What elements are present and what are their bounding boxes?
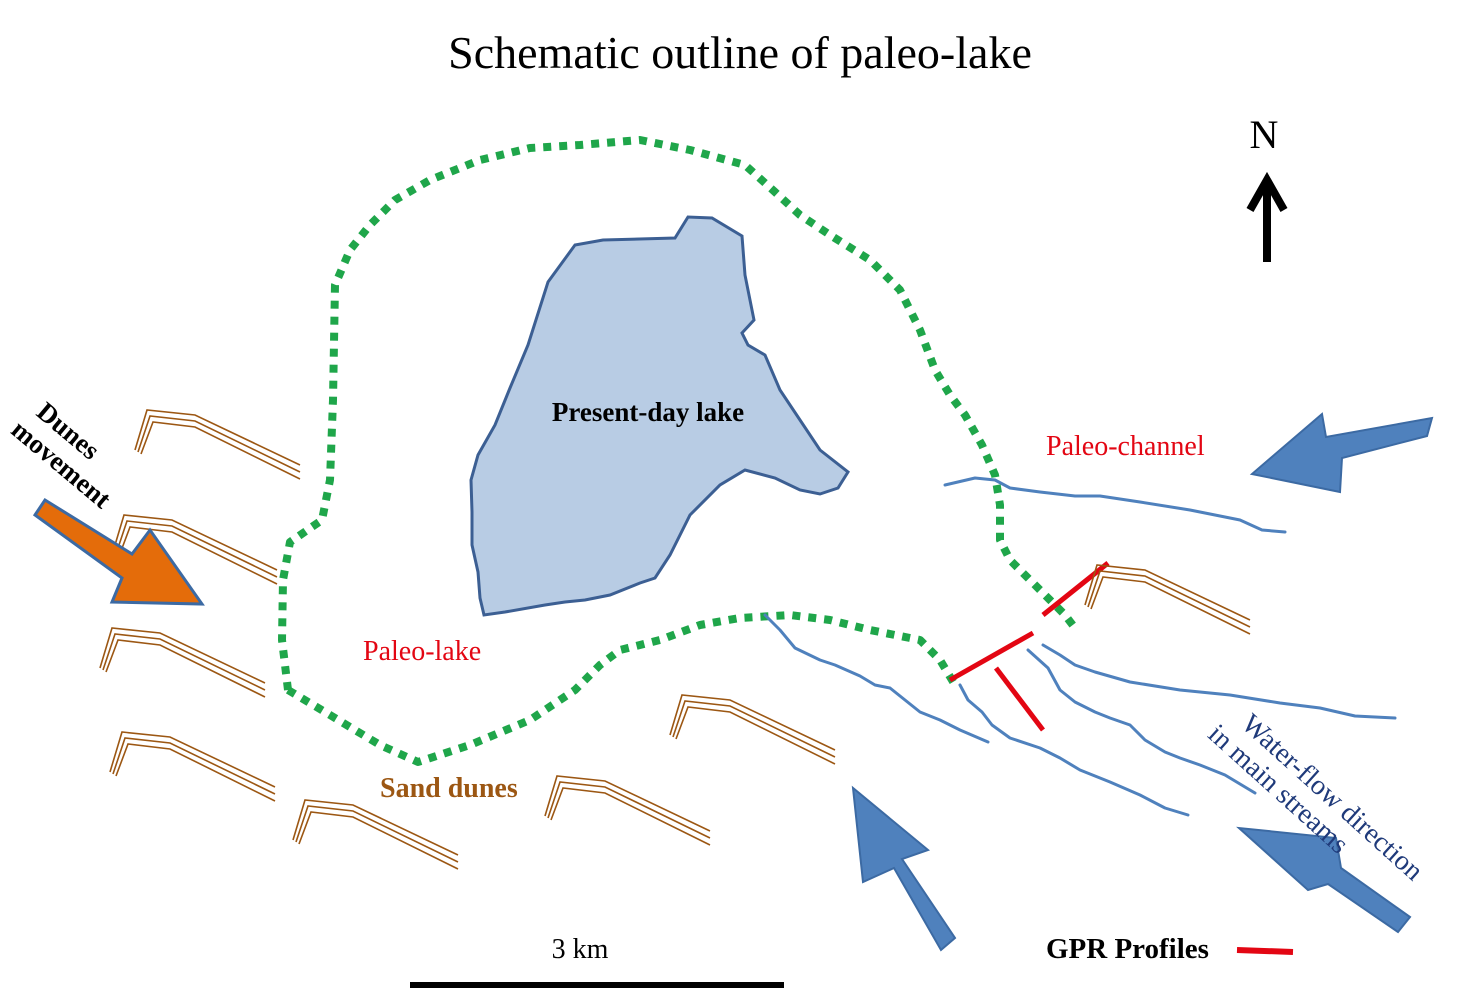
stream-1 [763, 613, 990, 744]
sand-dune-symbol [1084, 564, 1251, 635]
north-label: N [1250, 112, 1279, 157]
diagram-title: Schematic outline of paleo-lake [448, 27, 1032, 78]
stream-3 [1026, 648, 1257, 795]
sand-dunes-symbols [99, 409, 1251, 870]
dunes-movement-arrow-icon [32, 497, 205, 606]
flow-arrow-south-icon [851, 785, 957, 952]
paleo-lake-outline-south [285, 611, 959, 766]
stream-2 [958, 683, 1190, 817]
gpr-profiles [948, 561, 1110, 732]
paleo-channel-label: Paleo-channel [1046, 431, 1205, 462]
present-day-lake-shape [469, 215, 850, 617]
sand-dune-symbol [99, 627, 266, 698]
paleo-channel-stream [943, 476, 1287, 534]
sand-dune-symbol [109, 731, 276, 802]
sand-dune-symbol [292, 799, 459, 870]
sand-dunes-label: Sand dunes [380, 773, 518, 804]
flow-arrow-east-icon [1249, 412, 1434, 494]
scale-bar-label: 3 km [552, 934, 609, 965]
present-day-lake-label: Present-day lake [552, 397, 744, 427]
north-arrow-icon [1246, 171, 1288, 262]
paleo-lake-outline [278, 136, 1079, 691]
legend-gpr-swatch [1236, 947, 1294, 955]
stream-4 [1041, 643, 1397, 720]
sand-dune-symbol [669, 694, 836, 765]
dunes-movement-label: Dunes movement [6, 396, 117, 514]
sand-dune-symbol [134, 409, 301, 480]
flow-arrow-southeast-icon [1236, 826, 1412, 934]
paleo-lake-label: Paleo-lake [363, 636, 481, 667]
sand-dune-symbol [544, 775, 711, 846]
legend-gpr-label: GPR Profiles [1046, 933, 1209, 965]
streams [763, 476, 1397, 817]
